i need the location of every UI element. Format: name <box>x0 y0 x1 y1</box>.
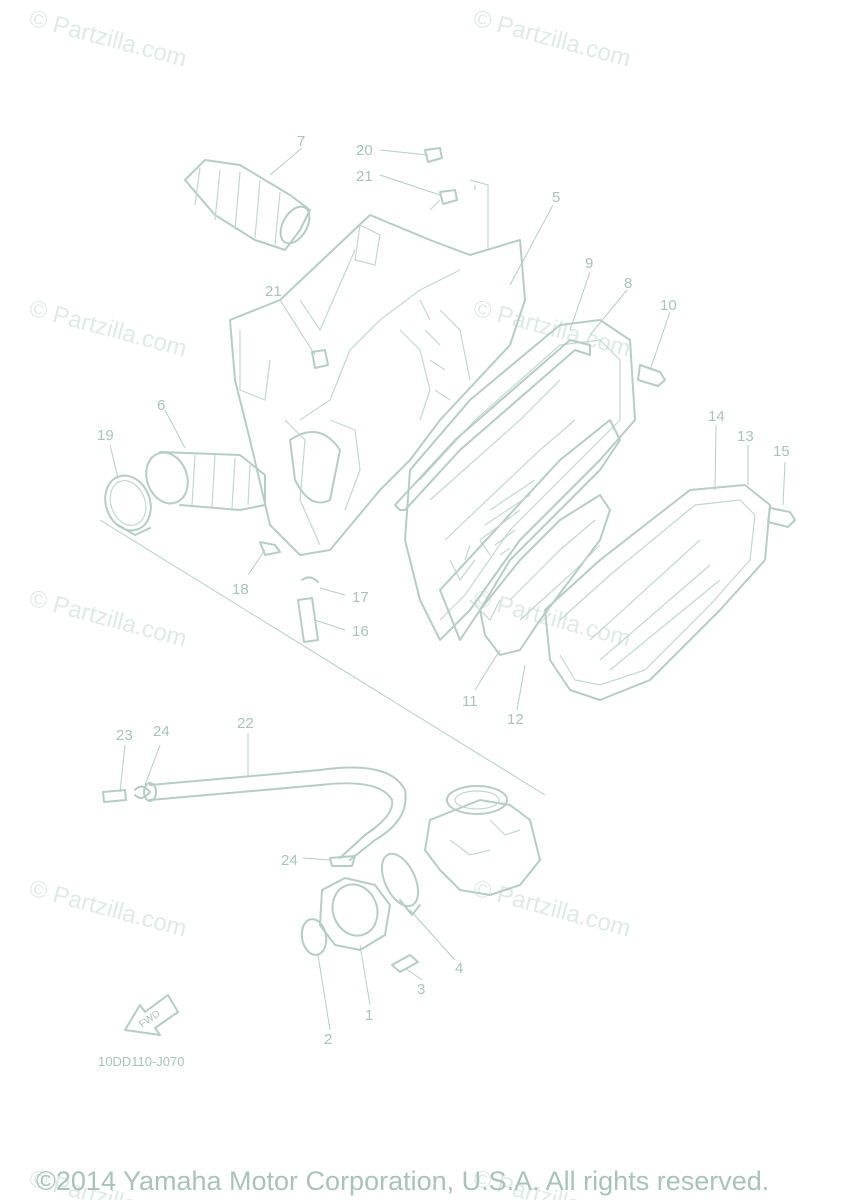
callout-7: 7 <box>297 133 305 150</box>
fwd-arrow-icon: FWD <box>124 994 179 1036</box>
parts-16-17-18 <box>259 541 319 643</box>
callout-20: 20 <box>356 142 373 159</box>
callout-19: 19 <box>97 427 114 444</box>
callout-10: 10 <box>660 297 677 314</box>
callout-14: 14 <box>708 408 725 425</box>
callout-21b: 21 <box>265 283 282 300</box>
screws-10-15 <box>637 364 796 528</box>
part-8-gasket <box>394 339 591 511</box>
callout-15: 15 <box>773 443 790 460</box>
part-6-joint <box>145 451 266 511</box>
callout-21: 21 <box>356 168 373 185</box>
watermark: © Partzilla.com <box>26 875 189 943</box>
callout-24b: 24 <box>281 852 298 869</box>
assembly-boundary <box>99 519 546 796</box>
part-11-element <box>439 419 621 641</box>
watermark: © Partzilla.com <box>26 585 189 653</box>
bolts-top <box>311 147 458 369</box>
callout-22: 22 <box>237 715 254 732</box>
watermark: © Partzilla.com <box>26 295 189 363</box>
callout-24: 24 <box>153 723 170 740</box>
callout-17: 17 <box>352 589 369 606</box>
fwd-label: FWD <box>137 1008 162 1030</box>
watermark: © Partzilla.com <box>470 585 633 653</box>
watermark: © Partzilla.com <box>26 5 189 73</box>
parts-23-24 <box>102 785 356 867</box>
part-13-14-outer-cover <box>544 484 771 701</box>
callout-11: 11 <box>462 693 478 710</box>
part-19-clamp <box>104 474 152 536</box>
callout-5: 5 <box>552 189 560 206</box>
callout-18: 18 <box>232 581 249 598</box>
callout-13: 13 <box>737 428 754 445</box>
callout-12: 12 <box>507 711 524 728</box>
callout-2: 2 <box>324 1031 332 1048</box>
callout-6: 6 <box>157 397 165 414</box>
part-12-holder <box>479 494 611 656</box>
watermarks: © Partzilla.com © Partzilla.com © Partzi… <box>26 5 633 1200</box>
watermark: © Partzilla.com <box>470 5 633 73</box>
callout-4: 4 <box>455 960 463 977</box>
callout-1: 1 <box>365 1007 373 1024</box>
part-5-air-cleaner-case <box>229 214 526 556</box>
part-22-hose <box>143 766 407 861</box>
copyright-notice: ©2014 Yamaha Motor Corporation, U.S.A. A… <box>36 1166 769 1196</box>
carburetor <box>424 785 541 896</box>
callout-16: 16 <box>352 623 369 640</box>
parts-1-to-4 <box>300 852 421 973</box>
callout-23: 23 <box>116 727 133 744</box>
callout-8: 8 <box>624 275 632 292</box>
part-7-intake-duct <box>184 159 311 251</box>
diagram-code: 10DD110-J070 <box>98 1054 184 1069</box>
callouts: 7 20 21 5 9 8 10 21 6 19 14 13 15 18 17 … <box>97 133 790 1048</box>
callout-9: 9 <box>585 255 593 272</box>
watermark: © Partzilla.com <box>470 875 633 943</box>
leader-lines <box>109 147 786 1031</box>
callout-3: 3 <box>417 981 425 998</box>
part-9-cover <box>404 319 636 641</box>
